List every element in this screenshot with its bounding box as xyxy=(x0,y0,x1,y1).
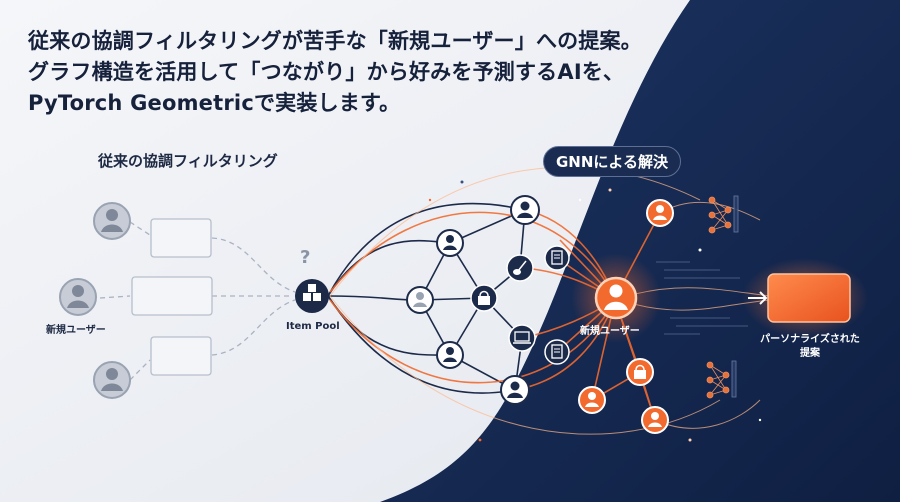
headline-line-3: PyTorch Geometricで実装します。 xyxy=(28,91,401,115)
graph-user-node-a xyxy=(436,229,464,257)
graph-user-node-c xyxy=(436,341,464,369)
output-label-line-2: 提案 xyxy=(800,348,820,359)
book-item-node-1 xyxy=(544,245,570,271)
center-new-user-node xyxy=(594,276,638,320)
laptop-item-node xyxy=(508,324,536,352)
item-card-2 xyxy=(131,276,213,316)
sparkle-dots xyxy=(428,180,762,442)
left-section-title: 従来の協調フィルタリング xyxy=(98,152,278,170)
new-user-label: 新規ユーザー xyxy=(46,325,106,336)
bag-item-node xyxy=(470,284,498,312)
output-label-line-1: パーソナライズされた xyxy=(760,334,860,345)
headline: 従来の協調フィルタリングが苦手な「新規ユーザー」への提案。 グラフ構造を活用して… xyxy=(28,26,648,119)
orange-user-node-bottom-right xyxy=(641,406,669,434)
personalized-output-card xyxy=(767,273,851,323)
code-lines-decoration xyxy=(656,261,748,335)
graph-user-node-b xyxy=(406,286,434,314)
neural-net-bottom xyxy=(706,360,737,399)
item-pool-node xyxy=(295,279,329,313)
question-mark-icon: ? xyxy=(300,247,311,268)
item-card-1 xyxy=(150,218,212,258)
graph-user-node-bottom xyxy=(500,375,530,405)
left-dashed-connectors xyxy=(99,221,296,381)
orange-user-node-top xyxy=(646,199,674,227)
item-pool-label: Item Pool xyxy=(286,321,340,332)
user-avatar-1 xyxy=(93,202,131,240)
new-user-avatar xyxy=(59,278,97,316)
headline-line-2: グラフ構造を活用して「つながり」から好みを予測するAIを、 xyxy=(28,60,625,84)
right-section-title: GNNによる解決 xyxy=(543,146,681,177)
output-label: パーソナライズされた 提案 xyxy=(750,333,870,361)
book-item-node-2 xyxy=(544,339,570,365)
output-arrow-icon xyxy=(748,291,768,305)
graph-user-node-top xyxy=(510,195,540,225)
headline-line-1: 従来の協調フィルタリングが苦手な「新規ユーザー」への提案。 xyxy=(28,29,642,53)
user-avatar-3 xyxy=(93,361,131,399)
orange-bag-node xyxy=(626,358,654,386)
guitar-item-node xyxy=(506,254,534,282)
neural-net-top xyxy=(708,195,739,234)
center-user-label: 新規ユーザー xyxy=(580,326,640,337)
item-card-3 xyxy=(150,336,212,376)
orange-user-node-bottom-left xyxy=(578,386,606,414)
